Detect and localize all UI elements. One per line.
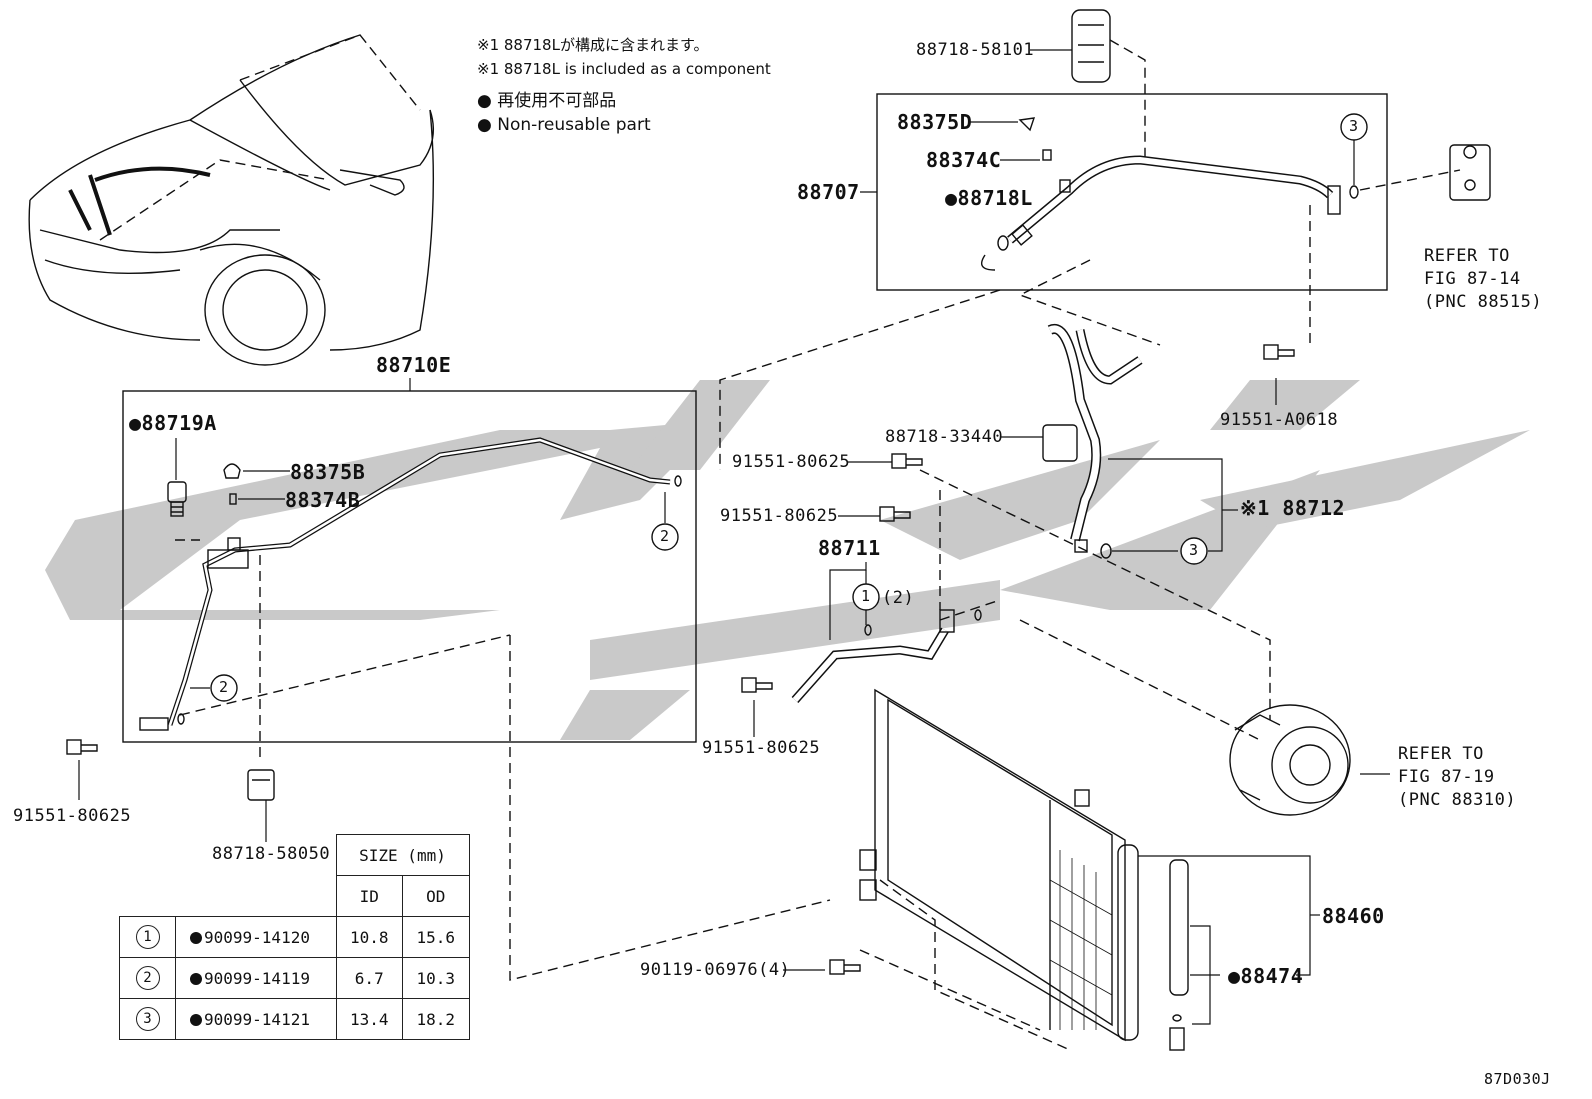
callout-3-top: 3: [1349, 117, 1359, 135]
label-88375D: 88375D: [897, 110, 973, 134]
callout-3-mid: 3: [1189, 541, 1199, 559]
row-number: 2: [135, 966, 160, 990]
label-88718L: ●88718L: [945, 186, 1033, 210]
label-91551-A0618: 91551-A0618: [1220, 410, 1339, 430]
figure-code: 87D030J: [1484, 1070, 1551, 1088]
bolts: [66, 344, 1295, 975]
row-id: 13.4: [335, 998, 403, 1040]
row-part: 90099-14119: [204, 968, 310, 988]
watermark-logo: [45, 380, 1530, 740]
compressor: [1229, 704, 1351, 816]
size-table-col-id: ID: [335, 875, 403, 917]
leader-lines: [78, 49, 1390, 1025]
vehicle-sketch: [28, 34, 435, 366]
label-88718-58101: 88718-58101: [916, 40, 1035, 60]
expansion-valve: [1449, 144, 1491, 201]
callout-2-right: 2: [660, 527, 670, 545]
clip-88718-58101: [1071, 9, 1111, 83]
label-90119-06976: 90119-06976(4): [640, 960, 791, 980]
table-row: 2 90099-14119 6.7 10.3: [119, 957, 470, 999]
label-91551-80625-a: 91551-80625: [732, 452, 851, 472]
refer-fig-87-14-line2: FIG 87-14: [1424, 269, 1521, 289]
label-91551-80625-b: 91551-80625: [720, 506, 839, 526]
row-od: 18.2: [402, 998, 470, 1040]
non-reusable-dot-icon: [190, 931, 202, 944]
refer-fig-87-19-line3: (PNC 88310): [1398, 790, 1517, 810]
label-88375B: 88375B: [290, 460, 366, 484]
row-od: 10.3: [402, 957, 470, 999]
core-88374B: [229, 493, 237, 505]
row-part: 90099-14120: [204, 927, 310, 947]
refer-fig-87-14-line3: (PNC 88515): [1424, 292, 1543, 312]
clamp-88718-58050: [247, 769, 275, 801]
size-table-col-od: OD: [402, 875, 470, 917]
table-row: 3 90099-14121 13.4 18.2: [119, 998, 470, 1040]
label-88710E: 88710E: [376, 353, 452, 377]
refer-fig-87-19-line2: FIG 87-19: [1398, 767, 1495, 787]
row-number: 3: [135, 1007, 160, 1031]
switch-88719A: [167, 481, 187, 517]
label-88460: 88460: [1322, 904, 1385, 928]
label-88711: 88711: [818, 536, 881, 560]
cap-88375B: [223, 463, 241, 479]
non-reusable-dot-icon: [190, 1013, 202, 1026]
note-jp-component: ※1 88718Lが構成に含まれます。: [477, 36, 709, 54]
non-reusable-dot-icon: [190, 972, 202, 985]
note-jp-nonreusable: ● 再使用不可部品: [477, 91, 617, 111]
pipe-88707: [981, 117, 1359, 271]
o-ring-size-table: SIZE (mm) ID OD 1 90099-14120 10.8 15.6 …: [119, 834, 470, 1040]
callout-2-left: 2: [219, 678, 229, 696]
row-part: 90099-14121: [204, 1009, 310, 1029]
refer-fig-87-19-line1: REFER TO: [1398, 744, 1484, 764]
label-91551-80625-c: 91551-80625: [702, 738, 821, 758]
row-id: 6.7: [335, 957, 403, 999]
callout-1: 1: [861, 587, 871, 605]
hose-88711: [791, 609, 982, 703]
callout-circles: [210, 113, 1368, 702]
label-88374C: 88374C: [926, 148, 1002, 172]
label-88474: ●88474: [1228, 964, 1304, 988]
note-en-component: ※1 88718L is included as a component: [477, 60, 771, 78]
reference-lines: [99, 34, 1461, 1051]
table-row: 1 90099-14120 10.8 15.6: [119, 916, 470, 958]
note-en-nonreusable: ● Non-reusable part: [477, 115, 651, 135]
label-88374B: 88374B: [285, 488, 361, 512]
row-number: 1: [135, 925, 160, 949]
pipe-88710E: [139, 437, 682, 731]
label-88718-33440: 88718-33440: [885, 427, 1004, 447]
label-88711-qty: (2): [882, 588, 915, 608]
row-od: 15.6: [402, 916, 470, 958]
hose-88712: [1042, 323, 1143, 559]
size-table-header: SIZE (mm): [335, 834, 470, 876]
refer-fig-87-14-line1: REFER TO: [1424, 246, 1510, 266]
label-88718-58050: 88718-58050: [212, 844, 331, 864]
row-id: 10.8: [335, 916, 403, 958]
condenser-88460: [859, 688, 1189, 1051]
label-88712: ※1 88712: [1240, 496, 1346, 520]
label-88719A: ●88719A: [129, 411, 217, 435]
label-91551-80625-d: 91551-80625: [13, 806, 132, 826]
label-88707: 88707: [797, 180, 860, 204]
